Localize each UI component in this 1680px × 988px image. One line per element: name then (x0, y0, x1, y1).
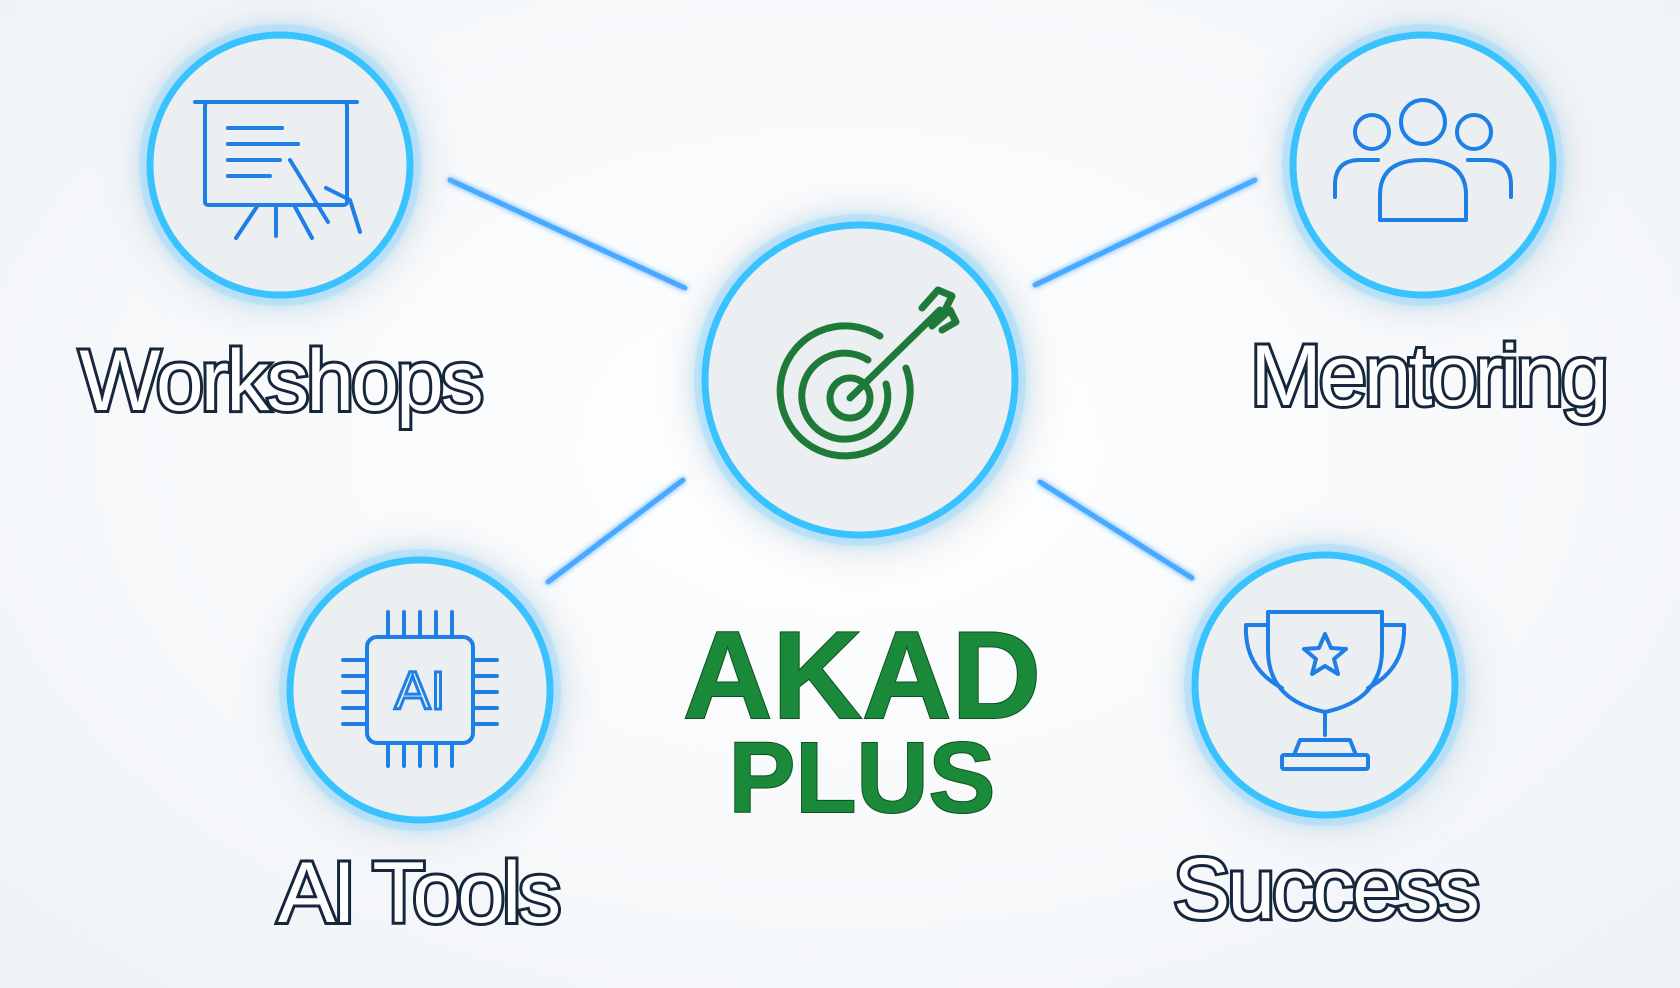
connector-success (1037, 479, 1195, 581)
connector-workshops (447, 177, 688, 291)
ai-chip-text: AI (394, 661, 445, 721)
trophy-star-icon (1243, 610, 1407, 771)
node-ai-tools: AI (272, 542, 572, 842)
brand-plus: PLUS (729, 722, 996, 834)
presentation-board-icon (193, 100, 362, 240)
ai-chip-icon: AI (341, 610, 499, 768)
label-success: Success (1173, 841, 1477, 937)
node-mentoring (1275, 17, 1575, 317)
label-mentoring: Mentoring (1250, 328, 1605, 424)
connector-ai-tools (545, 477, 686, 585)
node-workshops (132, 17, 432, 317)
node-success (1177, 537, 1477, 837)
center-node (687, 207, 1037, 557)
group-people-icon (1333, 98, 1513, 222)
connector-mentoring (1032, 177, 1258, 288)
brand-akad: AKAD (683, 607, 1041, 745)
label-ai-tools: AI Tools (278, 845, 558, 941)
label-workshops: Workshops (79, 333, 481, 429)
target-arrow-icon (776, 286, 960, 460)
